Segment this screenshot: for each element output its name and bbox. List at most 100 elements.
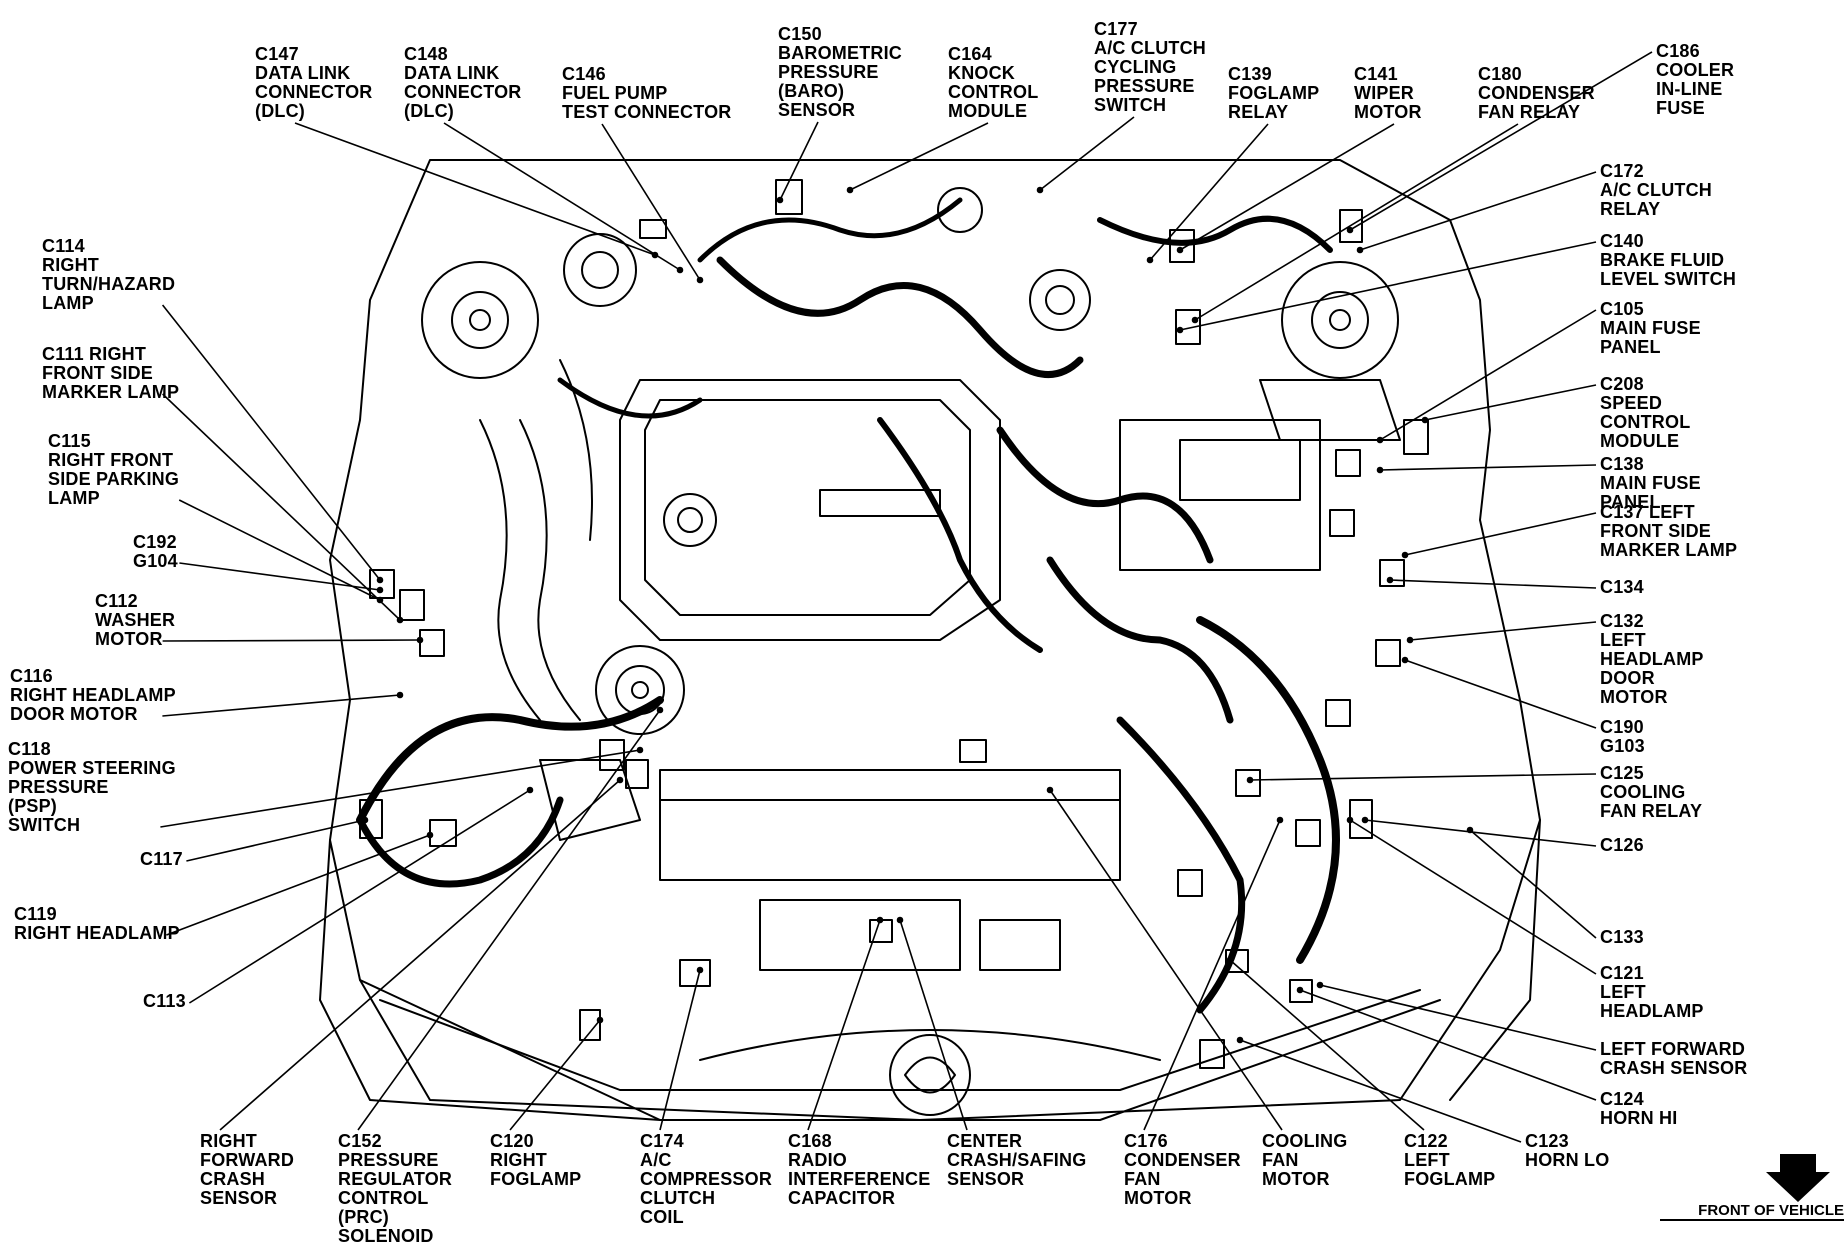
callout-c117-line: C117 — [140, 849, 183, 869]
leader-c119 — [166, 834, 431, 936]
callout-c118-line: (PSP) — [8, 796, 58, 816]
leader-c140 — [1179, 241, 1597, 331]
callout-c115-line: LAMP — [48, 488, 100, 508]
callout-c122-line: FOGLAMP — [1404, 1169, 1496, 1189]
callout-c180-line: C180 — [1478, 64, 1522, 84]
leader-tip-c140 — [1176, 326, 1184, 334]
leader-c132 — [1409, 621, 1597, 641]
callout-c115-line: RIGHT FRONT — [48, 450, 174, 470]
callout-c121-line: HEADLAMP — [1600, 1001, 1704, 1021]
callout-c150-line: (BARO) — [778, 81, 845, 101]
leader-tip-c141 — [1176, 246, 1184, 254]
callout-c116-line: RIGHT HEADLAMP — [10, 685, 176, 705]
leader-tip-c192 — [376, 586, 384, 594]
callout-rfcs-line: FORWARD — [200, 1150, 295, 1170]
leader-tip-c122 — [1226, 956, 1234, 964]
callout-c105-line: MAIN FUSE — [1600, 318, 1701, 338]
leader-cfm — [1049, 789, 1283, 1131]
callout-c124-line: HORN HI — [1600, 1108, 1678, 1128]
leader-tip-c112 — [416, 636, 424, 644]
callout-c117: C117 — [140, 850, 183, 869]
leader-c126 — [1364, 819, 1597, 847]
leader-ccs — [899, 919, 968, 1131]
callout-c121-line: C121 — [1600, 963, 1644, 983]
callout-c152-line: PRESSURE — [338, 1150, 439, 1170]
leader-tip-c119 — [426, 831, 434, 839]
engine-line-art — [319, 159, 1541, 1121]
leader-tip-c123 — [1236, 1036, 1244, 1044]
callout-c148-line: C148 — [404, 44, 448, 64]
callout-c148-line: (DLC) — [404, 101, 454, 121]
callout-c186-line: COOLER — [1656, 60, 1735, 80]
callout-c132-line: LEFT — [1600, 630, 1646, 650]
callout-c172-line: RELAY — [1600, 199, 1661, 219]
leader-tip-c113 — [526, 786, 534, 794]
leader-c117 — [186, 819, 366, 862]
callout-c177-line: CYCLING — [1094, 57, 1177, 77]
callout-ccs-line: CENTER — [947, 1131, 1023, 1151]
callout-c115-line: C115 — [48, 431, 91, 451]
leader-c115 — [178, 499, 381, 601]
leader-tip-c137 — [1401, 551, 1409, 559]
leader-c168 — [807, 919, 881, 1131]
leader-c113 — [188, 789, 531, 1004]
callout-c152-line: REGULATOR — [338, 1169, 453, 1189]
callout-c132-line: C132 — [1600, 611, 1644, 631]
callout-c115-line: SIDE PARKING — [48, 469, 180, 489]
leader-tip-cfm — [1046, 786, 1054, 794]
callout-c118-line: PRESSURE — [8, 777, 109, 797]
callout-c121-line: LEFT — [1600, 982, 1646, 1002]
leader-c112 — [162, 639, 421, 642]
callout-c208-line: SPEED — [1600, 393, 1663, 413]
callout-c164-line: C164 — [948, 44, 992, 64]
leader-c118 — [160, 749, 641, 828]
leader-c172 — [1359, 171, 1597, 251]
leader-c137 — [1404, 512, 1597, 556]
callout-c137-line: MARKER LAMP — [1600, 540, 1738, 560]
callout-c147-line: CONNECTOR — [255, 82, 373, 102]
callout-c176-line: CONDENSER — [1124, 1150, 1241, 1170]
callout-c125-line: FAN RELAY — [1600, 801, 1703, 821]
callout-rfcs-line: SENSOR — [200, 1188, 278, 1208]
front-arrow-icon — [1766, 1154, 1830, 1202]
leader-c186 — [1349, 51, 1653, 231]
front-of-vehicle-label: FRONT OF VEHICLE — [1660, 1202, 1844, 1221]
leader-tip-c168 — [876, 916, 884, 924]
leader-tip-c148 — [676, 266, 684, 274]
callout-c141-line: WIPER — [1354, 83, 1415, 103]
callout-c186-line: IN-LINE — [1656, 79, 1723, 99]
leader-c148 — [443, 122, 681, 271]
callout-cfm-line: FAN — [1262, 1150, 1299, 1170]
leader-c176 — [1143, 819, 1281, 1131]
callout-rfcs-line: CRASH — [200, 1169, 266, 1189]
callout-c112-line: C112 — [95, 591, 138, 611]
callout-c186-line: FUSE — [1656, 98, 1705, 118]
callout-c150-line: C150 — [778, 24, 822, 44]
callout-c186-line: C186 — [1656, 41, 1700, 61]
callout-c150-line: SENSOR — [778, 100, 856, 120]
callout-c190-line: G103 — [1600, 736, 1645, 756]
callout-c152-line: SOLENOID — [338, 1226, 434, 1246]
callout-c174-line: COIL — [640, 1207, 684, 1227]
callout-c113: C113 — [143, 992, 186, 1011]
leader-tip-c116 — [396, 691, 404, 699]
callout-c120-line: FOGLAMP — [490, 1169, 582, 1189]
callout-c174-line: A/C — [640, 1150, 672, 1170]
